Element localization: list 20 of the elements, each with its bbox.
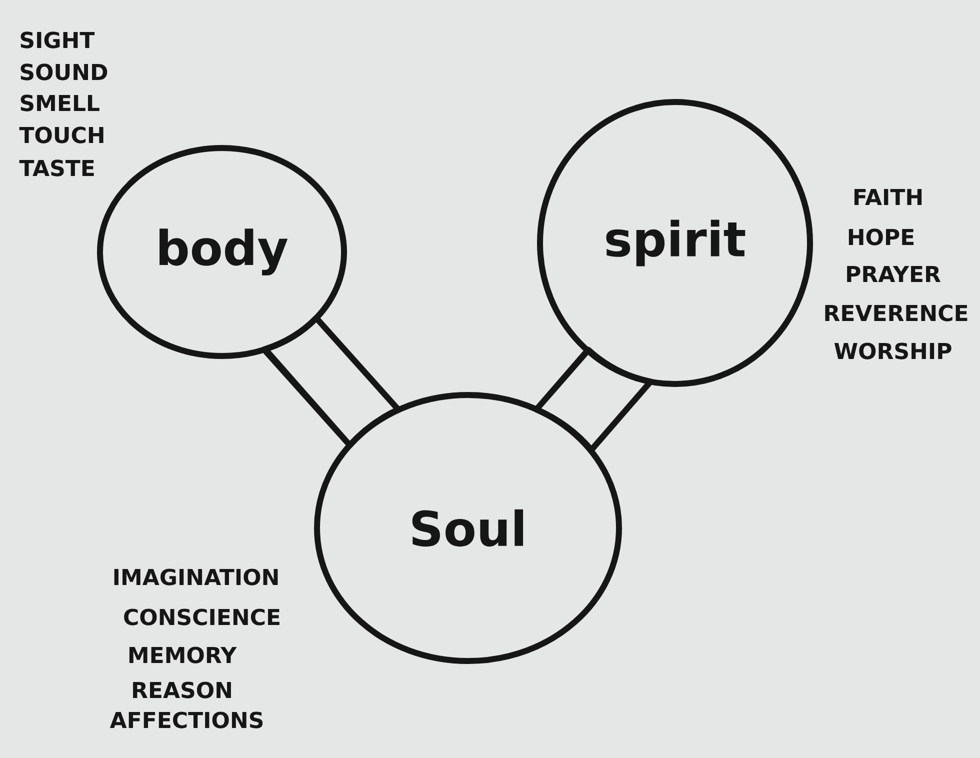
list-word: FAITH xyxy=(854,188,922,206)
list-word: AFFECTIONS xyxy=(110,712,263,728)
list-word: HOPE xyxy=(848,228,914,246)
list-word: SOUND xyxy=(20,64,108,80)
list-word: SMELL xyxy=(20,94,100,112)
list-word: TASTE xyxy=(19,160,94,176)
list-word: REASON xyxy=(133,682,231,698)
list-word: PRAYER xyxy=(847,266,941,282)
list-word: WORSHIP xyxy=(834,342,952,360)
connector-band xyxy=(533,346,654,453)
list-word: CONSCIENCE xyxy=(124,608,280,626)
list-word: IMAGINATION xyxy=(114,568,278,586)
circle-node: spirit xyxy=(537,99,813,387)
circle-node: Soul xyxy=(314,392,622,664)
list-word: TOUCH xyxy=(19,126,104,144)
list-word: SIGHT xyxy=(20,32,95,48)
list-word: REVERENCE xyxy=(825,304,968,322)
list-word: MEMORY xyxy=(129,646,237,664)
circle-node: body xyxy=(97,145,347,359)
connector-band xyxy=(261,315,402,448)
